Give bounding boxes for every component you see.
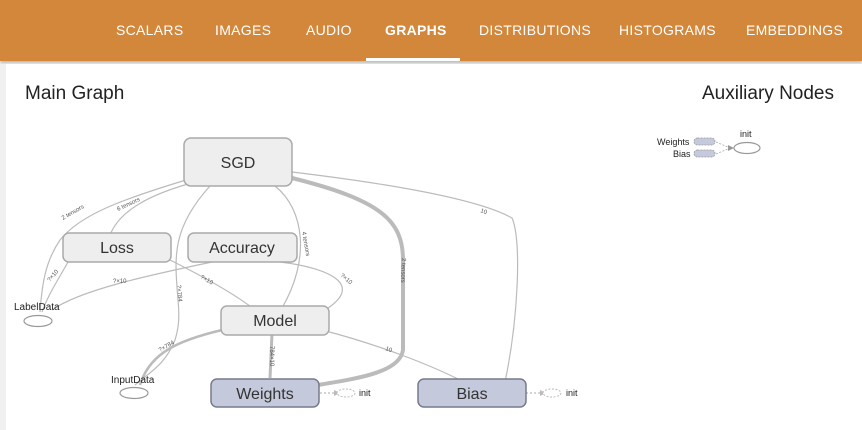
- node-accuracy[interactable]: Accuracy: [187, 232, 298, 263]
- edge-sgd-bias: [291, 171, 519, 383]
- node-loss-label: Loss: [100, 240, 134, 257]
- edge-model-weights: [268, 333, 274, 379]
- node-accuracy-label: Accuracy: [209, 240, 275, 257]
- edge-label-sgd-bias: 10: [479, 208, 488, 216]
- node-weights-init-label: init: [359, 388, 371, 398]
- graph-edges: [39, 171, 540, 394]
- thick-edges: [138, 176, 405, 387]
- aux-bias-label: Bias: [673, 149, 691, 159]
- tab-audio[interactable]: AUDIO: [306, 22, 352, 38]
- node-bias[interactable]: Bias: [417, 378, 527, 408]
- node-bias-init-label: init: [566, 388, 578, 398]
- tab-graphs[interactable]: GRAPHS: [385, 22, 447, 38]
- edge-sgd-loss: [109, 183, 189, 236]
- edge-label-model-bias: 10: [384, 346, 393, 354]
- node-weights-label: Weights: [236, 386, 294, 403]
- node-sgd[interactable]: SGD: [183, 137, 293, 187]
- node-loss[interactable]: Loss: [62, 232, 172, 263]
- panel-left-edge: [0, 64, 6, 430]
- node-weights[interactable]: Weights: [210, 378, 320, 408]
- node-bias-label: Bias: [456, 386, 487, 403]
- tab-distributions[interactable]: DISTRIBUTIONS: [479, 22, 592, 38]
- node-model[interactable]: Model: [220, 305, 330, 336]
- tab-histograms[interactable]: HISTOGRAMS: [619, 22, 716, 38]
- node-bias-init[interactable]: init: [540, 388, 578, 398]
- auxiliary-graph: Weights Bias init: [657, 129, 761, 159]
- top-navigation-bar: SCALARS IMAGES AUDIO GRAPHS DISTRIBUTION…: [0, 0, 862, 61]
- edge-accuracy-labeldata: [51, 261, 213, 311]
- edge-accuracy-model: [279, 261, 343, 311]
- tab-embeddings[interactable]: EMBEDDINGS: [746, 22, 844, 38]
- edge-loss-labeldata: [41, 261, 69, 313]
- node-model-label: Model: [253, 313, 297, 330]
- aux-weights-label: Weights: [657, 137, 690, 147]
- edge-label-sgd-inputdata: ?×784: [175, 285, 183, 303]
- tab-images[interactable]: IMAGES: [215, 22, 272, 38]
- active-tab-indicator: [366, 58, 460, 61]
- edge-loss-model: [169, 259, 256, 311]
- edge-label-sgd-labeldata: 2 tensors: [61, 204, 85, 222]
- node-weights-init[interactable]: init: [334, 388, 371, 398]
- edge-label-loss-labeldata: ?×10: [47, 269, 61, 284]
- aux-init-label: init: [740, 129, 752, 139]
- aux-weights-node[interactable]: [693, 137, 716, 146]
- edge-sgd-inputdata: [134, 185, 211, 386]
- edge-sgd-model: [274, 185, 302, 309]
- node-inputdata[interactable]: InputData: [111, 375, 155, 400]
- node-labeldata-label: LabelData: [14, 302, 60, 313]
- edge-label-sgd-model: 4 tensors: [300, 231, 310, 256]
- edge-label-accuracy-labeldata: ?×10: [113, 279, 127, 285]
- node-sgd-label: SGD: [221, 155, 256, 172]
- edge-label-sgd-weights: 2 tensors: [399, 258, 406, 283]
- edge-sgd-weights: [291, 176, 405, 387]
- main-graph-title: Main Graph: [25, 83, 125, 104]
- aux-bias-node[interactable]: [693, 149, 716, 158]
- edge-label-loss-model: ?×10: [199, 275, 214, 287]
- tab-scalars[interactable]: SCALARS: [116, 22, 184, 38]
- edge-labels: 2 tensors 6 tensors 4 tensors 2 tensors …: [47, 197, 488, 367]
- edge-model-bias: [321, 329, 461, 381]
- edge-model-inputdata: [138, 328, 223, 386]
- aux-init-node[interactable]: [733, 141, 761, 155]
- node-inputdata-label: InputData: [111, 375, 155, 386]
- node-labeldata[interactable]: LabelData: [14, 302, 60, 328]
- edge-label-model-weights: 784×10: [268, 346, 274, 367]
- auxiliary-nodes-title: Auxiliary Nodes: [702, 83, 834, 104]
